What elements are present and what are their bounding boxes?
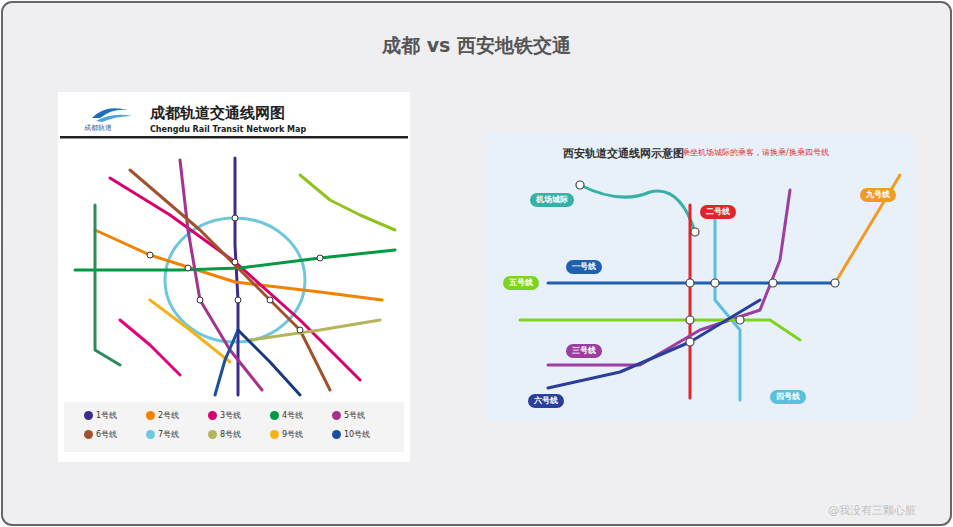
page-title: 成都 vs 西安地铁交通: [0, 33, 953, 59]
watermark: @我没有三颗心脏: [828, 503, 916, 518]
legend-swatch: [332, 411, 341, 420]
legend-text: 10号线: [344, 429, 370, 440]
legend-item: 8号线: [208, 429, 241, 440]
legend-text: 1号线: [96, 410, 117, 421]
legend-text: 3号线: [220, 410, 241, 421]
map-subtitle: Chengdu Rail Transit Network Map: [150, 125, 306, 134]
badge-text: 九号线: [866, 190, 890, 200]
legend-item: 3号线: [208, 410, 241, 421]
legend-swatch: [270, 430, 279, 439]
line-badge: 六号线: [528, 394, 564, 408]
map-panel: 成都轨道交通线网图 Chengdu Rail Transit Network Ma…: [58, 92, 410, 462]
legend-swatch: [208, 430, 217, 439]
map-panel: 西安轨道交通线网示意图机场城际二号线 九号线一号线五号线三号线六号线 四号线: [485, 133, 913, 420]
badge-text: 机场城际: [536, 195, 568, 205]
badge-text: 六号线: [534, 396, 558, 406]
legend-swatch: [84, 430, 93, 439]
badge-text: 二号线: [706, 207, 730, 217]
notice-text: 乘坐机场城际的乘客，请换乘/换乘四号线: [682, 147, 829, 158]
legend-item: 7号线: [146, 429, 179, 440]
badge-text: 三号线: [572, 346, 596, 356]
badge-text: 一号线: [572, 262, 596, 272]
map-title: 西安轨道交通线网示意图: [563, 146, 684, 161]
legend-item: 2号线: [146, 410, 179, 421]
legend-swatch: [332, 430, 341, 439]
map-title: 成都轨道交通线网图: [150, 104, 285, 123]
chengdu-map: [58, 92, 410, 462]
legend-swatch: [270, 411, 279, 420]
legend-item: 9号线: [270, 429, 303, 440]
line-badge: 五号线: [503, 276, 539, 290]
legend-swatch: [146, 411, 155, 420]
legend-text: 7号线: [158, 429, 179, 440]
legend-swatch: [208, 411, 217, 420]
badge-text: 五号线: [509, 278, 533, 288]
legend-text: 4号线: [282, 410, 303, 421]
line-badge: 九号线: [860, 188, 896, 202]
legend-item: 4号线: [270, 410, 303, 421]
legend-item: 10号线: [332, 429, 370, 440]
legend-text: 8号线: [220, 429, 241, 440]
logo-text: 成都轨道: [84, 123, 112, 133]
legend-swatch: [146, 430, 155, 439]
legend-text: 5号线: [344, 410, 365, 421]
legend-text: 9号线: [282, 429, 303, 440]
legend-text: 2号线: [158, 410, 179, 421]
line-badge: 三号线: [566, 344, 602, 358]
legend-text: 6号线: [96, 429, 117, 440]
line-badge: 二号线: [700, 205, 736, 219]
line-badge: 机场城际: [530, 193, 574, 207]
line-badge: 四号线: [770, 390, 806, 404]
legend-item: 6号线: [84, 429, 117, 440]
xian-map: [485, 133, 913, 420]
line-badge: 一号线: [566, 260, 602, 274]
legend-item: 5号线: [332, 410, 365, 421]
badge-text: 四号线: [776, 392, 800, 402]
legend-item: 1号线: [84, 410, 117, 421]
legend-swatch: [84, 411, 93, 420]
